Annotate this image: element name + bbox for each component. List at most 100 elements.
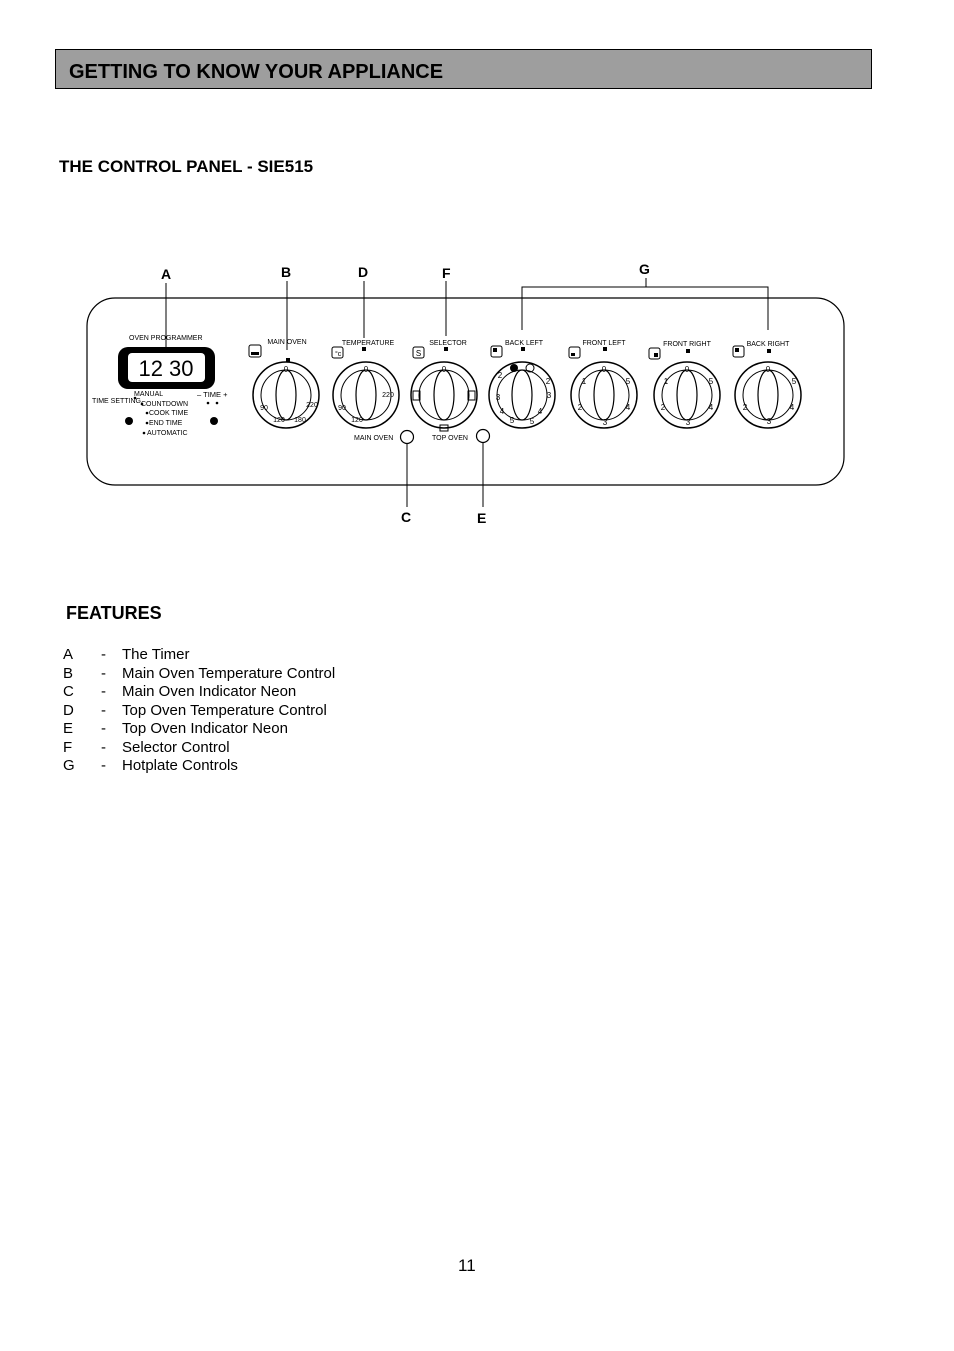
feature-dash: - bbox=[101, 646, 106, 663]
mode-cook-time: COOK TIME bbox=[149, 410, 188, 417]
svg-text:5: 5 bbox=[626, 377, 631, 386]
svg-text:3: 3 bbox=[547, 391, 552, 400]
temperature-symbol-icon bbox=[331, 346, 344, 359]
svg-text:5: 5 bbox=[530, 417, 535, 426]
programmer-display-time: 12 30 bbox=[138, 356, 193, 381]
svg-text:0: 0 bbox=[685, 365, 690, 374]
svg-text:2: 2 bbox=[578, 403, 583, 412]
svg-text:120: 120 bbox=[351, 417, 363, 424]
feature-letter: G bbox=[63, 757, 75, 774]
neon-indicators: MAIN OVEN TOP OVEN bbox=[354, 428, 491, 445]
mode-indicator-dots bbox=[133, 396, 219, 435]
svg-text:4: 4 bbox=[626, 403, 631, 412]
knob-label-temperature: TEMPERATURE bbox=[342, 340, 395, 347]
back-left-hob-icon bbox=[490, 345, 503, 358]
svg-text:220: 220 bbox=[382, 392, 394, 399]
svg-text:4: 4 bbox=[709, 403, 714, 412]
callout-a: A bbox=[161, 266, 171, 282]
time-setting-button[interactable] bbox=[125, 417, 133, 425]
knob-ring-markings: 0 0 0 0 0 0 3 2 2 3 4 5 5 4 1 2 3 4 5 1 … bbox=[260, 363, 797, 432]
svg-text:0: 0 bbox=[284, 365, 289, 374]
feature-dash: - bbox=[101, 683, 106, 700]
feature-letter: B bbox=[63, 664, 74, 682]
feature-dash: - bbox=[101, 738, 106, 756]
main-oven-knob[interactable] bbox=[252, 361, 320, 429]
section-header-title: GETTING TO KNOW YOUR APPLIANCE bbox=[69, 61, 444, 83]
programmer-label: OVEN PROGRAMMER bbox=[129, 335, 203, 342]
feature-text: The Timer bbox=[122, 646, 190, 663]
mode-end-time: END TIME bbox=[149, 420, 183, 427]
svg-text:4: 4 bbox=[538, 407, 543, 416]
feature-dash: - bbox=[101, 664, 106, 682]
svg-text:1: 1 bbox=[582, 377, 587, 386]
svg-text:4: 4 bbox=[790, 403, 795, 412]
panel-outline bbox=[86, 297, 845, 486]
svg-text:5: 5 bbox=[709, 377, 714, 386]
neon-label-top-oven: TOP OVEN bbox=[432, 435, 468, 442]
svg-text:0: 0 bbox=[364, 365, 369, 374]
svg-text:90: 90 bbox=[260, 405, 268, 412]
feature-text: Main Oven Temperature Control bbox=[122, 664, 336, 682]
front-right-hotplate-knob[interactable] bbox=[653, 361, 721, 429]
features-title: FEATURES bbox=[66, 603, 162, 623]
feature-dash: - bbox=[101, 757, 106, 774]
svg-text:3: 3 bbox=[767, 417, 772, 426]
feature-item: E - Top Oven Indicator Neon bbox=[63, 720, 335, 739]
knob-label-selector: SELECTOR bbox=[429, 340, 467, 347]
svg-text:1: 1 bbox=[664, 377, 669, 386]
feature-text: Top Oven Indicator Neon bbox=[122, 720, 288, 737]
time-adjust-button[interactable] bbox=[210, 417, 218, 425]
back-right-hotplate-knob[interactable] bbox=[734, 361, 802, 429]
feature-dash: - bbox=[101, 720, 106, 737]
svg-text:0: 0 bbox=[766, 365, 771, 374]
front-right-hob-icon bbox=[648, 347, 661, 360]
svg-text:90: 90 bbox=[338, 405, 346, 412]
callout-lines bbox=[165, 278, 769, 507]
symbol-box-marks bbox=[251, 348, 739, 357]
back-right-hob-icon bbox=[732, 345, 745, 358]
back-left-hotplate-knob[interactable] bbox=[488, 361, 556, 429]
svg-text:5: 5 bbox=[792, 377, 797, 386]
time-setting-label: TIME SETTING bbox=[92, 398, 141, 405]
features-list: A - The Timer B - Main Oven Temperature … bbox=[63, 646, 335, 776]
feature-item: B - Main Oven Temperature Control bbox=[63, 665, 335, 684]
control-panel-diagram: A B D F G C E OVEN PROGRAMMER 12 30 TIME… bbox=[86, 261, 845, 526]
callout-d: D bbox=[358, 264, 368, 280]
front-left-hob-icon bbox=[568, 346, 581, 359]
feature-letter: E bbox=[63, 720, 74, 737]
callout-b: B bbox=[281, 264, 291, 280]
svg-text:3: 3 bbox=[603, 418, 608, 427]
main-oven-symbol-icon bbox=[248, 344, 262, 358]
knob-label-back-right: BACK RIGHT bbox=[747, 341, 791, 348]
feature-dash: - bbox=[101, 701, 106, 719]
knobs bbox=[252, 361, 802, 429]
symbol-boxes bbox=[248, 344, 745, 360]
feature-text: Top Oven Temperature Control bbox=[122, 701, 327, 719]
section-header: GETTING TO KNOW YOUR APPLIANCE bbox=[55, 49, 872, 89]
mode-countdown: COUNTDOWN bbox=[141, 401, 188, 408]
page-number: 11 bbox=[458, 1256, 476, 1275]
callout-g: G bbox=[639, 261, 650, 277]
feature-item: F - Selector Control bbox=[63, 739, 335, 758]
svg-text:120: 120 bbox=[273, 417, 285, 424]
temperature-knob[interactable] bbox=[332, 361, 400, 429]
mode-automatic: AUTOMATIC bbox=[147, 430, 188, 437]
oven-programmer: OVEN PROGRAMMER 12 30 TIME SETTING – TIM… bbox=[92, 335, 228, 437]
svg-text:4: 4 bbox=[500, 407, 505, 416]
feature-text: Hotplate Controls bbox=[122, 757, 238, 774]
feature-item: D - Top Oven Temperature Control bbox=[63, 702, 335, 721]
feature-letter: A bbox=[63, 646, 74, 663]
svg-text:0: 0 bbox=[442, 365, 447, 374]
feature-item: C - Main Oven Indicator Neon bbox=[63, 683, 335, 702]
control-panel-title: THE CONTROL PANEL - SIE515 bbox=[59, 157, 314, 176]
knob-label-back-left: BACK LEFT bbox=[505, 340, 544, 347]
selector-knob[interactable] bbox=[410, 361, 478, 429]
knob-label-front-right: FRONT RIGHT bbox=[663, 341, 711, 348]
svg-text:2: 2 bbox=[546, 377, 551, 386]
selector-symbol-icon bbox=[412, 346, 425, 359]
front-left-hotplate-knob[interactable] bbox=[570, 361, 638, 429]
feature-letter: C bbox=[63, 683, 74, 700]
selector-symbol-text: S bbox=[416, 349, 421, 358]
svg-text:0: 0 bbox=[602, 365, 607, 374]
svg-text:5: 5 bbox=[510, 416, 515, 425]
